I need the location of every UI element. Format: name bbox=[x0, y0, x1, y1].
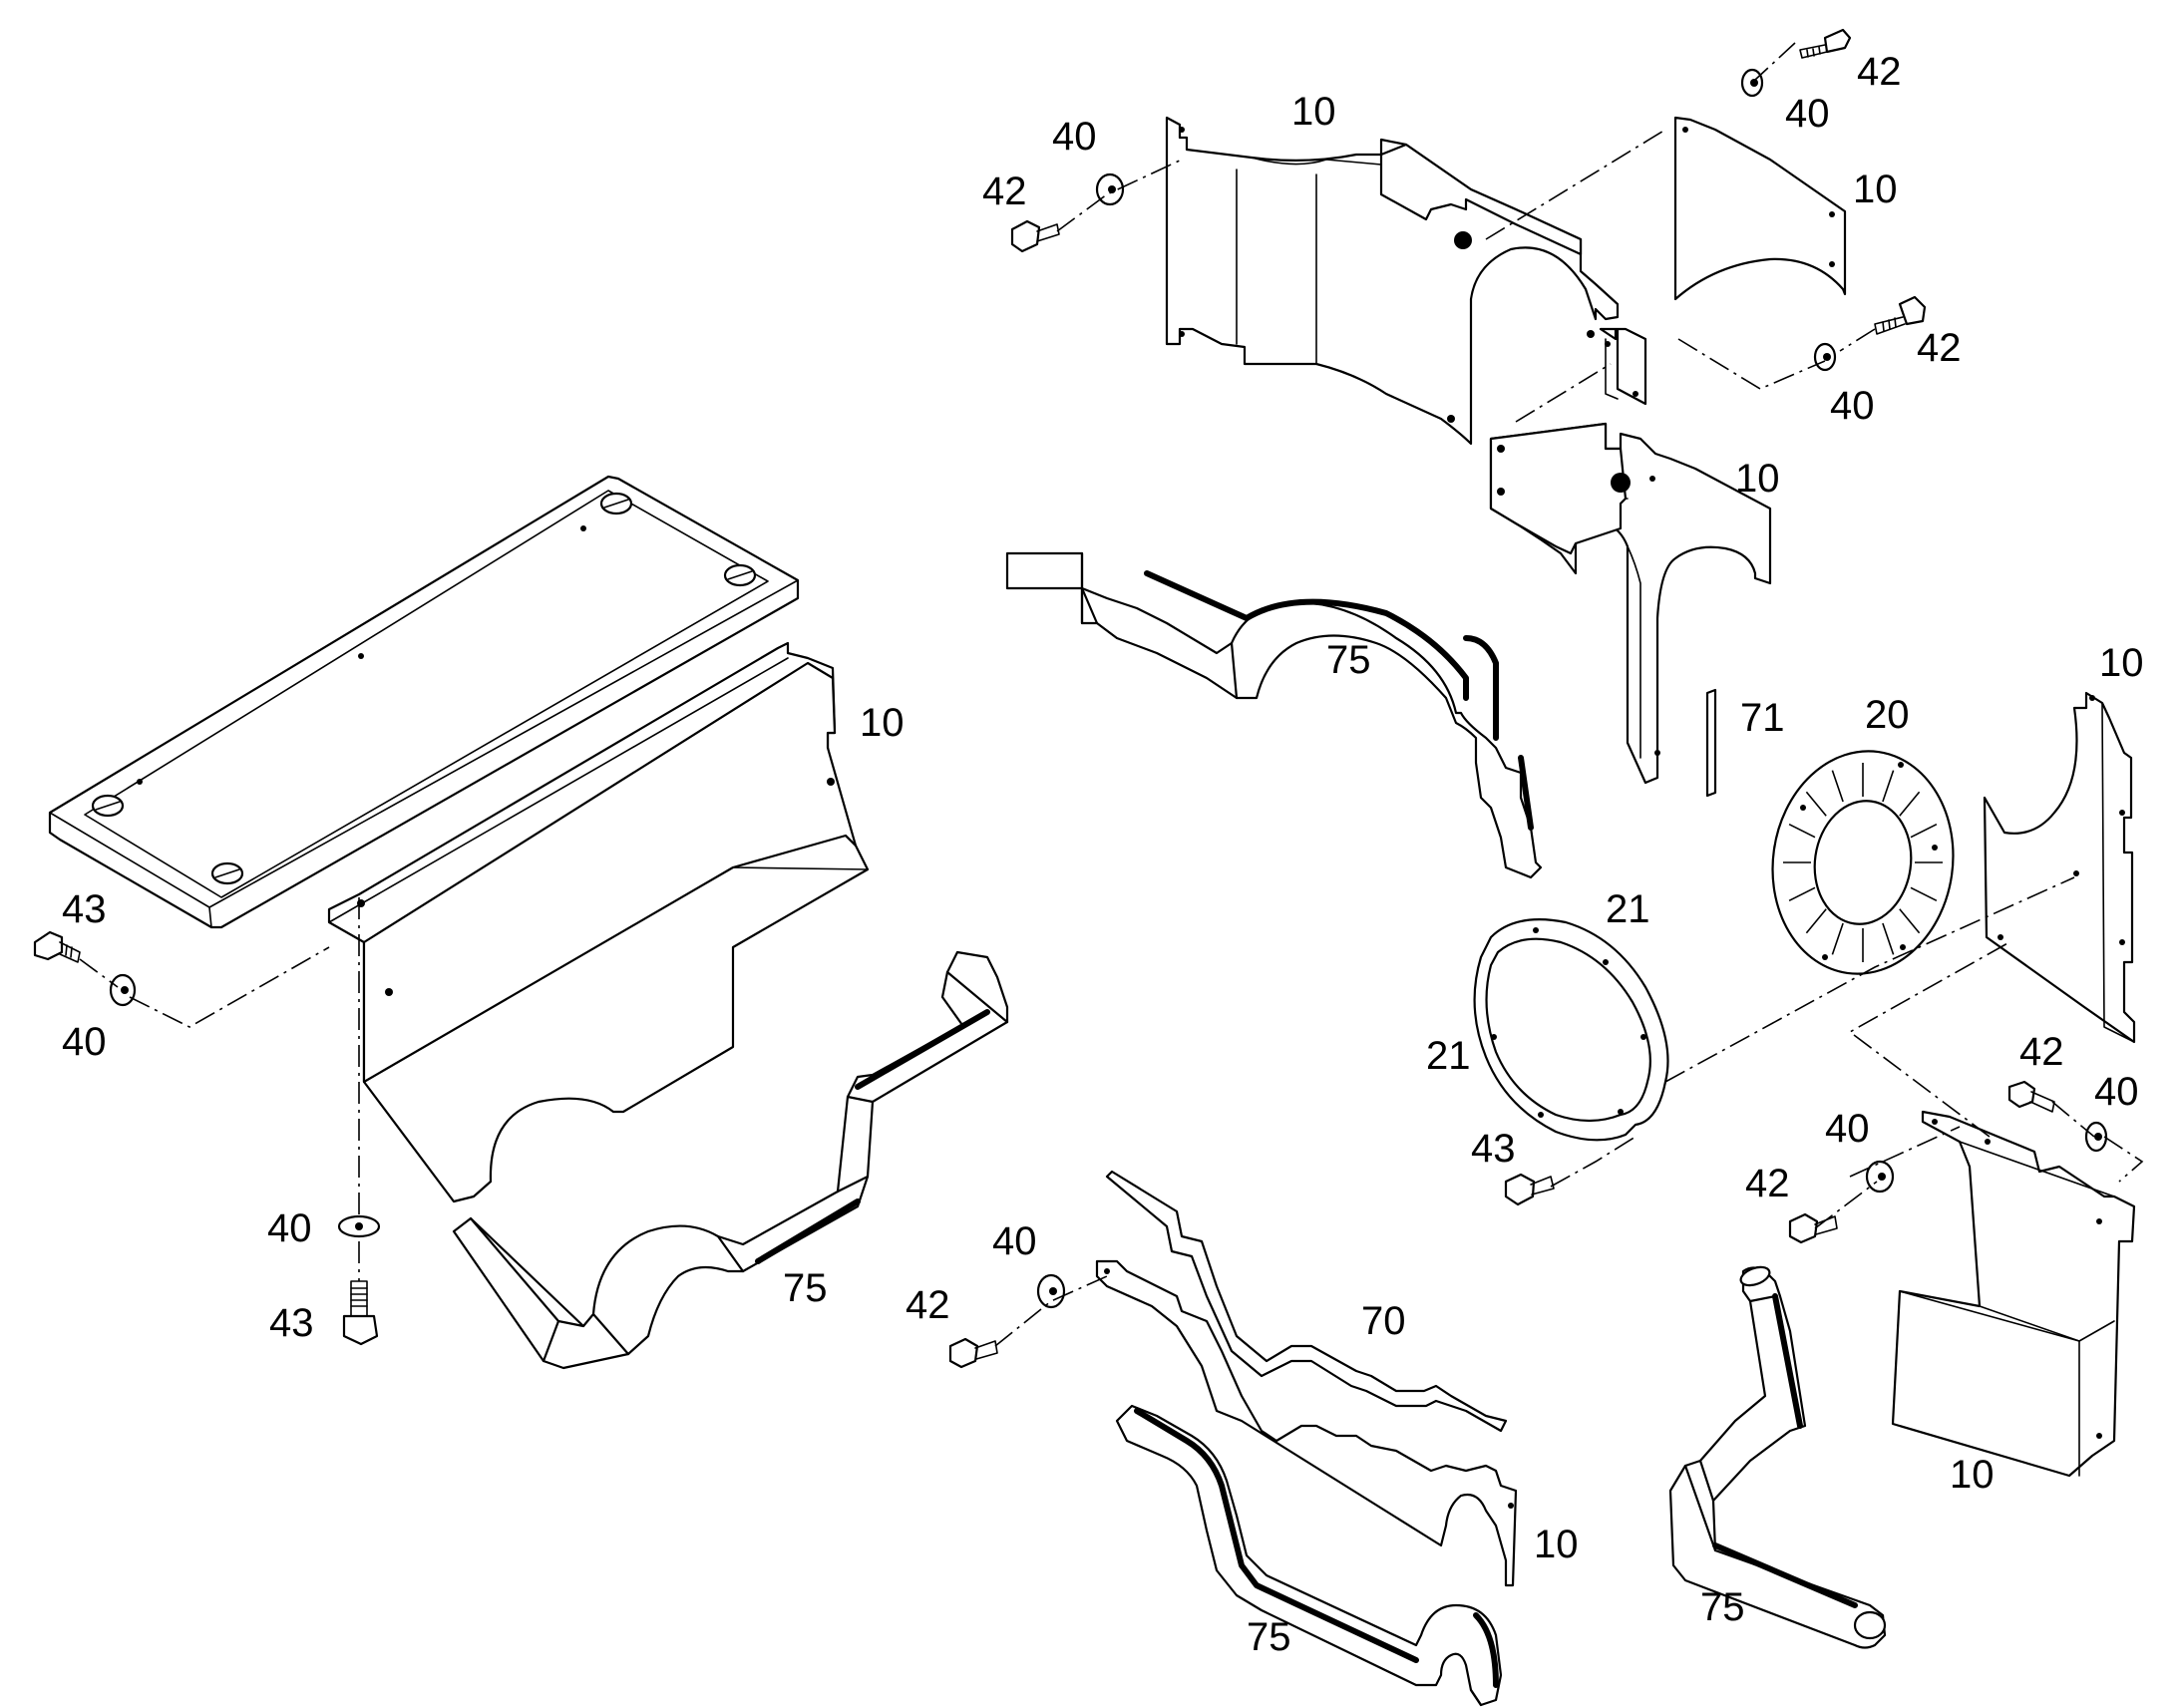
callout-75: 75 bbox=[1700, 1585, 1745, 1629]
callout-75: 75 bbox=[783, 1266, 828, 1310]
washer-40-bottom-middle bbox=[1036, 1273, 1066, 1309]
callout-21: 21 bbox=[1606, 887, 1650, 931]
bolt-43-lower-middle bbox=[1504, 1173, 1555, 1206]
flange-rib bbox=[1831, 922, 1844, 955]
bolt-42-bottom-middle bbox=[948, 1337, 998, 1369]
bolt-42-lower-right-b bbox=[1788, 1212, 1838, 1244]
callout-40: 40 bbox=[1785, 92, 1830, 136]
assembly-lines bbox=[79, 42, 2144, 1347]
washer-40-left-bottom bbox=[337, 1214, 381, 1238]
washer-40-left bbox=[109, 973, 137, 1007]
flange-rib bbox=[1788, 823, 1816, 839]
callout-10: 10 bbox=[1735, 457, 1780, 501]
callout-10: 10 bbox=[1291, 90, 1336, 134]
callout-10: 10 bbox=[2099, 641, 2144, 685]
flange-plate-20 bbox=[1771, 750, 1955, 975]
callout-40: 40 bbox=[62, 1020, 107, 1064]
flange-rib bbox=[1788, 886, 1816, 902]
washer-40-lower-right-b bbox=[1865, 1160, 1895, 1194]
callout-75: 75 bbox=[1247, 1615, 1291, 1659]
gasket-ring-21 bbox=[1473, 918, 1669, 1142]
strip-70 bbox=[1105, 1170, 1508, 1433]
tube-75-upper bbox=[1005, 551, 1543, 879]
callout-10: 10 bbox=[860, 701, 905, 745]
panel-10-middle bbox=[1489, 422, 1772, 785]
callout-40: 40 bbox=[1052, 115, 1097, 159]
callout-40: 40 bbox=[1825, 1107, 1870, 1151]
bar-71 bbox=[1705, 688, 1717, 798]
washer-40-top-right bbox=[1740, 68, 1764, 98]
panel-10-lower-middle bbox=[1095, 1259, 1518, 1587]
callout-40: 40 bbox=[2094, 1070, 2139, 1114]
callout-40: 40 bbox=[992, 1219, 1037, 1263]
callout-10: 10 bbox=[1853, 168, 1898, 211]
bracket-10-lower-right bbox=[1891, 1110, 2136, 1478]
flange-rib bbox=[1882, 770, 1895, 803]
panel-10-top-left bbox=[1165, 116, 1620, 446]
callout-70: 70 bbox=[1361, 1299, 1406, 1343]
callout-42: 42 bbox=[1917, 326, 1962, 370]
washer-40-lower-right-a bbox=[2084, 1121, 2108, 1153]
callout-labels: 10 40 42 42 40 10 42 40 10 75 71 20 10 1… bbox=[62, 50, 2144, 1659]
panel-10-right-tall bbox=[1983, 691, 2136, 1044]
flange-rib bbox=[1899, 791, 1921, 817]
flange-rib bbox=[1910, 886, 1938, 902]
flange-rib bbox=[1899, 908, 1921, 934]
callout-43: 43 bbox=[269, 1301, 314, 1345]
callout-42: 42 bbox=[906, 1283, 950, 1327]
callout-75: 75 bbox=[1326, 638, 1371, 682]
callout-42: 42 bbox=[1745, 1162, 1790, 1205]
callout-71: 71 bbox=[1740, 696, 1785, 740]
flange-rib bbox=[1910, 823, 1938, 839]
bracket-10-top-middle bbox=[1599, 327, 1647, 406]
tube-75-left bbox=[452, 950, 1009, 1370]
flange-rib bbox=[1805, 908, 1827, 934]
callout-42: 42 bbox=[2019, 1030, 2064, 1074]
callout-10: 10 bbox=[1534, 1523, 1579, 1566]
base-plate bbox=[48, 475, 800, 929]
flange-rib bbox=[1882, 922, 1895, 955]
tube-75-bottom-middle bbox=[1115, 1404, 1503, 1707]
bolt-43-left-bottom bbox=[342, 1280, 379, 1346]
flange-rib bbox=[1805, 791, 1827, 817]
panel-10-top-right bbox=[1673, 116, 1847, 301]
panel-10-left bbox=[327, 641, 870, 1203]
bolt-42-right-middle bbox=[1874, 295, 1927, 335]
callout-40: 40 bbox=[267, 1206, 312, 1250]
callout-40: 40 bbox=[1830, 384, 1875, 428]
callout-20: 20 bbox=[1865, 693, 1910, 737]
callout-10: 10 bbox=[1950, 1453, 1995, 1497]
washer-40-right-middle bbox=[1813, 342, 1837, 372]
callout-43: 43 bbox=[1471, 1127, 1516, 1171]
callout-42: 42 bbox=[982, 170, 1027, 213]
bolt-42-lower-right-a bbox=[2007, 1080, 2055, 1113]
callout-42: 42 bbox=[1857, 50, 1902, 94]
bolt-42-top-left bbox=[1010, 219, 1060, 253]
bolt-43-left bbox=[33, 930, 81, 963]
bolt-42-top-right bbox=[1799, 28, 1852, 59]
callout-21: 21 bbox=[1426, 1034, 1471, 1078]
flange-rib bbox=[1831, 770, 1844, 803]
callout-43: 43 bbox=[62, 887, 107, 931]
tube-75-bottom-right bbox=[1668, 1265, 1887, 1649]
